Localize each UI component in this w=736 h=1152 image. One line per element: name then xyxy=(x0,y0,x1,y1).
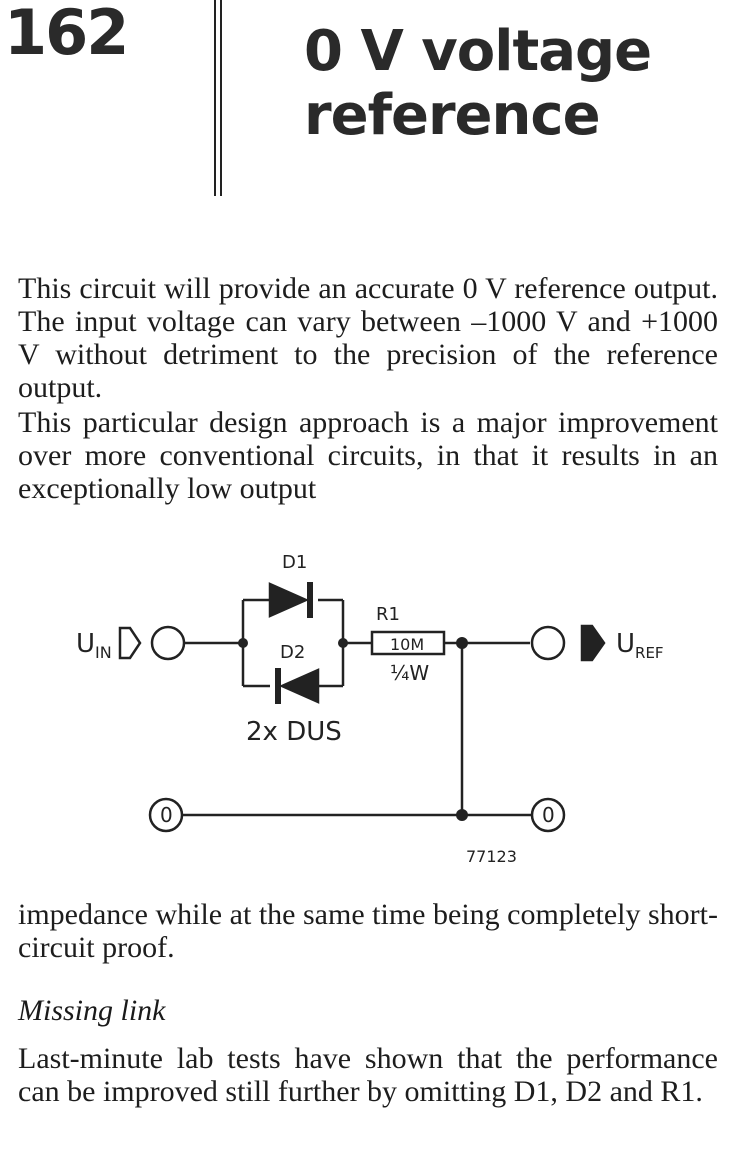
paragraph-missing-link: Last-minute lab tests have shown that th… xyxy=(18,1042,718,1108)
title-line-2: reference xyxy=(304,83,601,148)
output-terminal xyxy=(530,625,566,661)
label-input: UIN xyxy=(76,629,112,662)
label-d2: D2 xyxy=(280,642,305,663)
section-heading: Missing link xyxy=(18,994,166,1027)
label-ground-right: 0 xyxy=(542,803,555,827)
input-terminal xyxy=(150,625,186,661)
article-number: 162 xyxy=(4,0,129,69)
title-line-1: 0 V voltage xyxy=(304,19,652,84)
figure-number: 77123 xyxy=(466,847,517,866)
label-r1-value: 10M xyxy=(390,635,424,654)
diode-d1 xyxy=(268,582,310,618)
header-divider-2 xyxy=(220,0,222,196)
label-output: UREF xyxy=(616,629,664,662)
label-d1: D1 xyxy=(282,552,307,573)
label-r1: R1 xyxy=(376,604,400,625)
output-arrow xyxy=(580,624,606,662)
input-arrow xyxy=(118,626,142,660)
diode-d2 xyxy=(278,668,320,704)
circuit-diagram: D1 D2 R1 10M ¼W 2x DUS UIN UREF 0 0 7712… xyxy=(76,552,664,866)
header-divider xyxy=(214,0,216,196)
label-ground-left: 0 xyxy=(160,803,173,827)
article-title: 0 V voltage reference xyxy=(304,20,734,148)
label-r1-power: ¼W xyxy=(390,661,429,685)
label-diodes-note: 2x DUS xyxy=(246,717,342,747)
paragraph-impedance: impedance while at the same time being c… xyxy=(18,898,718,964)
paragraph-design: This particular design approach is a maj… xyxy=(18,406,718,505)
paragraph-intro: This circuit will provide an accurate 0 … xyxy=(18,272,718,404)
